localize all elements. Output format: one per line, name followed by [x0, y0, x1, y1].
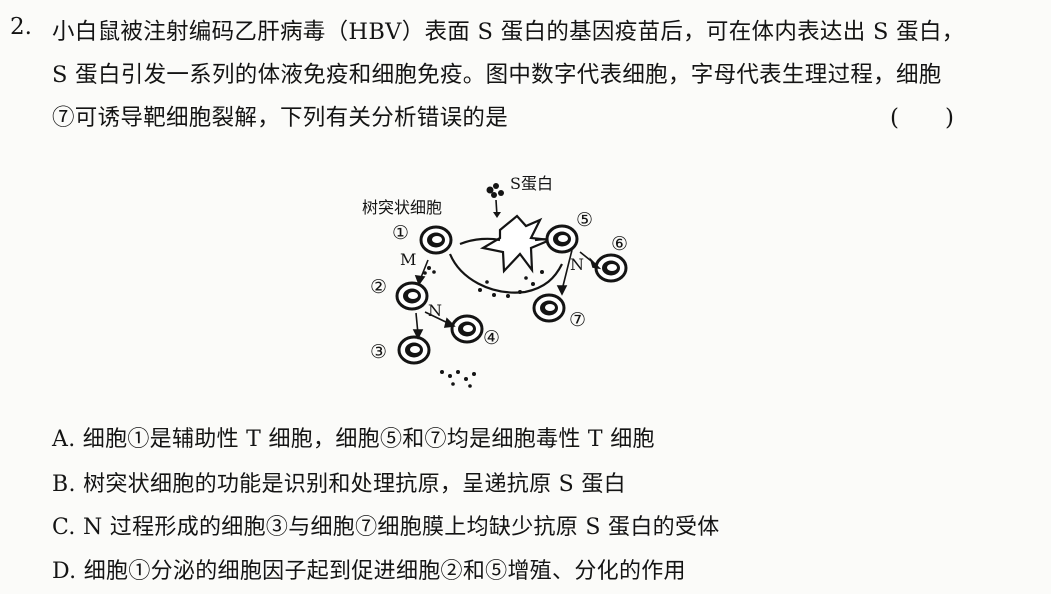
process-n-label-2: N — [570, 255, 584, 274]
s-protein-icon — [486, 183, 504, 218]
option-a: A. 细胞①是辅助性 T 细胞，细胞⑤和⑦均是细胞毒性 T 细胞 — [52, 421, 655, 453]
cell-3-label: ③ — [370, 341, 387, 363]
option-a-text: 细胞①是辅助性 T 细胞，细胞⑤和⑦均是细胞毒性 T 细胞 — [82, 427, 655, 452]
question-stem-line-3: ⑦可诱导靶细胞裂解，下列有关分析错误的是 — [52, 105, 509, 131]
cell-4-label: ④ — [483, 327, 500, 349]
option-d: D. 细胞①分泌的细胞因子起到促进细胞②和⑤增殖、分化的作用 — [52, 553, 686, 585]
cell-6-label: ⑥ — [611, 233, 628, 255]
option-b-letter: B. — [52, 472, 76, 497]
cell-1 — [419, 225, 453, 255]
process-m-label: M — [400, 250, 416, 269]
cell-3 — [397, 335, 431, 365]
process-arrows — [412, 249, 602, 340]
cell-7-label: ⑦ — [569, 309, 586, 331]
cell-2-label: ② — [370, 276, 387, 298]
cell-5 — [545, 224, 579, 254]
option-b-text: 树突状细胞的功能是识别和处理抗原，呈递抗原 S 蛋白 — [83, 472, 626, 497]
cell-6 — [594, 253, 628, 283]
s-protein-label: S蛋白 — [510, 174, 553, 193]
immune-response-diagram: S蛋白 树突状细胞 ① ⑤ ⑥ ② ④ ⑦ ③ M N N — [362, 174, 628, 388]
option-c: C. N 过程形成的细胞③与细胞⑦细胞膜上均缺少抗原 S 蛋白的受体 — [52, 509, 720, 541]
answer-bracket: ( ) — [890, 105, 954, 131]
question-number: 2. — [10, 14, 32, 40]
dendritic-cell-label: 树突状细胞 — [362, 198, 442, 217]
option-c-letter: C. — [52, 515, 76, 540]
option-a-letter: A. — [52, 427, 76, 452]
question-stem-line-2: S 蛋白引发一系列的体液免疫和细胞免疫。图中数字代表细胞，字母代表生理过程，细胞 — [52, 62, 942, 88]
option-b: B. 树突状细胞的功能是识别和处理抗原，呈递抗原 S 蛋白 — [52, 466, 626, 498]
question-stem-line-1: 小白鼠被注射编码乙肝病毒（HBV）表面 S 蛋白的基因疫苗后，可在体内表达出 S… — [52, 19, 965, 45]
cell-5-label: ⑤ — [576, 209, 593, 231]
cell-2 — [395, 281, 429, 311]
option-d-text: 细胞①分泌的细胞因子起到促进细胞②和⑤增殖、分化的作用 — [83, 559, 686, 584]
secreted-molecules — [423, 266, 544, 388]
option-d-letter: D. — [52, 559, 77, 584]
cell-1-label: ① — [392, 222, 409, 244]
option-c-text: N 过程形成的细胞③与细胞⑦细胞膜上均缺少抗原 S 蛋白的受体 — [82, 515, 720, 540]
cell-4 — [450, 314, 484, 344]
cell-7 — [532, 293, 566, 323]
